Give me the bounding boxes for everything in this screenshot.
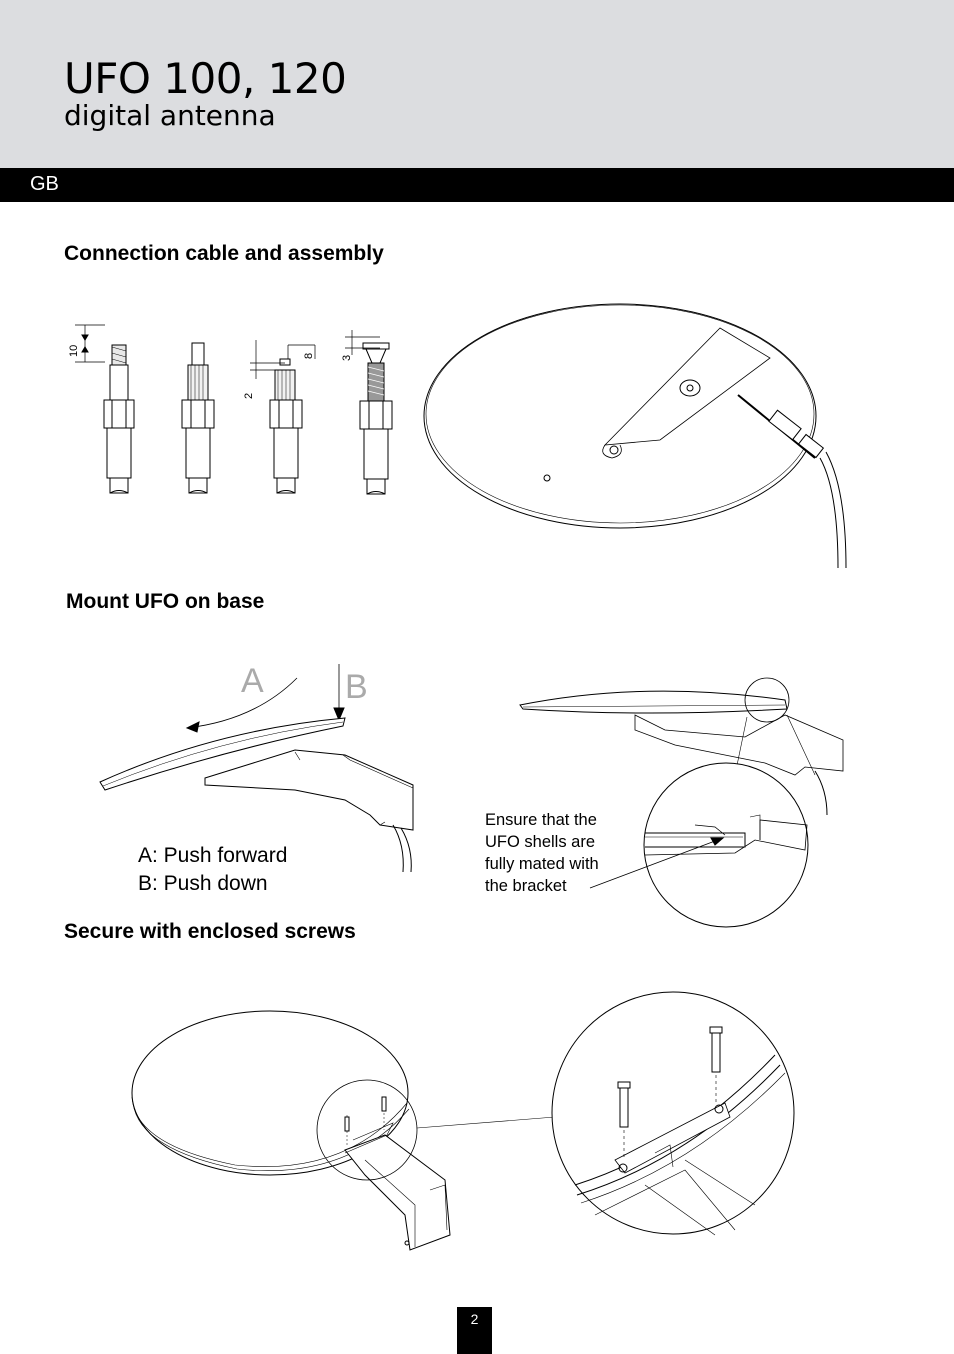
dimension-label-8: 8 — [303, 353, 315, 359]
header-band — [0, 0, 954, 168]
mount-detail-figure — [519, 677, 844, 928]
document-subtitle: digital antenna — [64, 99, 276, 132]
arrow-a — [186, 677, 298, 729]
legend-push-forward: A: Push forward — [138, 844, 288, 867]
cable-step-3: 8 2 — [243, 340, 316, 494]
document-title: UFO 100, 120 — [64, 54, 347, 103]
screw-secure-figure — [131, 991, 795, 1251]
section-heading-connection: Connection cable and assembly — [64, 242, 384, 265]
language-code: GB — [30, 173, 59, 195]
dimension-label-3: 3 — [341, 355, 353, 361]
arrow-label-a: A — [241, 662, 264, 700]
cable-step-2 — [181, 342, 215, 494]
mount-note-line-4: the bracket — [485, 877, 567, 895]
page-number-box — [457, 1307, 492, 1354]
legend-push-down: B: Push down — [138, 872, 268, 895]
section-heading-secure: Secure with enclosed screws — [64, 920, 356, 943]
dimension-label-10: 10 — [68, 345, 80, 357]
arrow-label-b: B — [345, 668, 368, 706]
cable-step-4: 3 — [341, 330, 393, 495]
cable-step-1: 10 — [68, 324, 135, 494]
language-bar — [0, 168, 954, 202]
section-heading-mount: Mount UFO on base — [66, 590, 265, 613]
mount-note-line-1: Ensure that the — [485, 811, 597, 829]
mount-push-figure: A B — [99, 662, 414, 873]
cable-preparation-figure: 10 8 2 — [68, 324, 393, 495]
page-number: 2 — [470, 1311, 479, 1327]
dish-cable-figure — [423, 303, 847, 569]
mount-note-line-2: UFO shells are — [485, 833, 596, 851]
mount-note-line-3: fully mated with — [485, 855, 599, 873]
dimension-label-2: 2 — [243, 393, 255, 399]
